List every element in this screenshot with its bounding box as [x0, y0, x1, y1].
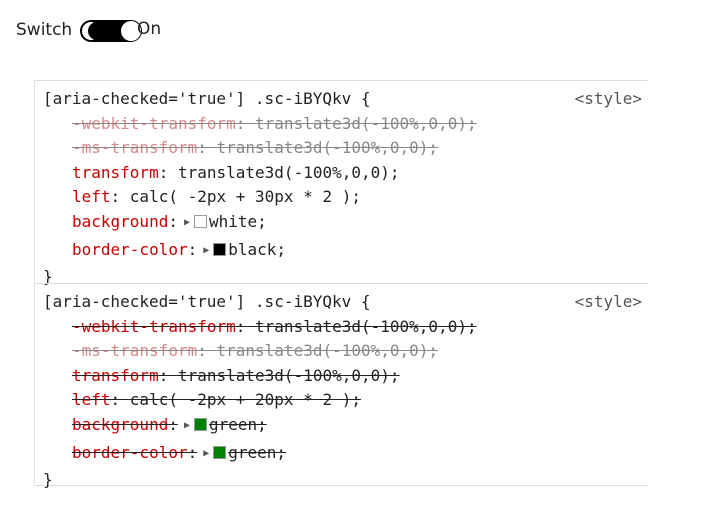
- declaration[interactable]: -webkit-transform: translate3d(-100%,0,0…: [72, 113, 477, 133]
- toggle-switch[interactable]: [80, 20, 143, 42]
- color-swatch[interactable]: [194, 417, 207, 431]
- declaration-value: calc( -2px + 20px * 2 );: [129, 390, 361, 410]
- declaration[interactable]: background:▶green;: [43, 413, 648, 441]
- declaration-property: transform: [72, 365, 159, 385]
- declaration-property: background: [72, 211, 169, 231]
- color-swatch[interactable]: [213, 445, 227, 459]
- declaration-property: -webkit-transform: [72, 316, 236, 336]
- rule-close-brace: }: [43, 470, 53, 490]
- rule-close-brace: }: [43, 267, 53, 287]
- declaration-property: transform: [72, 162, 159, 182]
- declaration-property: border-color: [72, 442, 188, 462]
- rule-source-link[interactable]: <style>: [574, 292, 642, 311]
- declaration-property: left: [72, 187, 111, 207]
- switch-knob-left: [82, 22, 107, 40]
- expand-arrow-icon[interactable]: ▶: [203, 244, 210, 256]
- expand-arrow-icon[interactable]: ▶: [203, 447, 210, 459]
- declaration-value: green;: [228, 442, 287, 462]
- declaration[interactable]: border-color:▶green;: [43, 441, 648, 469]
- declaration-property: -webkit-transform: [72, 113, 236, 133]
- color-swatch[interactable]: [213, 242, 227, 256]
- declaration[interactable]: left: calc( -2px + 30px * 2 );: [72, 187, 361, 207]
- declaration-value: translate3d(-100%,0,0);: [216, 341, 439, 361]
- switch-label: Switch: [16, 20, 73, 40]
- expand-arrow-icon[interactable]: ▶: [183, 216, 190, 228]
- declaration-value: calc( -2px + 30px * 2 );: [129, 187, 361, 207]
- declaration[interactable]: background:▶white;: [43, 210, 648, 238]
- declaration[interactable]: -webkit-transform: translate3d(-100%,0,0…: [72, 316, 477, 336]
- css-rule: [aria-checked='true'] .sc-iBYQkv { <styl…: [35, 283, 648, 489]
- declaration[interactable]: border-color:▶black;: [43, 238, 648, 266]
- declaration-property: background: [72, 414, 169, 434]
- declaration-property: -ms-transform: [72, 341, 198, 361]
- declaration-value: translate3d(-100%,0,0);: [255, 113, 477, 133]
- switch-row: Switch On: [16, 18, 161, 44]
- rule-selector[interactable]: [aria-checked='true'] .sc-iBYQkv {: [43, 89, 371, 108]
- declaration-property: left: [72, 390, 111, 410]
- declaration-value: translate3d(-100%,0,0);: [216, 138, 439, 158]
- declaration[interactable]: transform: translate3d(-100%,0,0);: [72, 365, 400, 385]
- declaration[interactable]: transform: translate3d(-100%,0,0);: [72, 162, 400, 182]
- switch-state-text: On: [137, 19, 162, 39]
- color-swatch[interactable]: [194, 214, 207, 228]
- declaration-property: -ms-transform: [72, 138, 198, 158]
- declaration[interactable]: left: calc( -2px + 20px * 2 );: [72, 390, 361, 410]
- rule-selector[interactable]: [aria-checked='true'] .sc-iBYQkv {: [43, 292, 371, 311]
- css-rule: [aria-checked='true'] .sc-iBYQkv { <styl…: [35, 80, 648, 286]
- declaration-value: white;: [209, 211, 267, 231]
- css-rules-panel: [aria-checked='true'] .sc-iBYQkv { <styl…: [34, 80, 648, 489]
- declaration[interactable]: -ms-transform: translate3d(-100%,0,0);: [72, 138, 439, 158]
- rule-source-link[interactable]: <style>: [574, 89, 642, 108]
- declaration-property: border-color: [72, 239, 188, 259]
- declaration-value: translate3d(-100%,0,0);: [177, 162, 400, 182]
- declaration[interactable]: -ms-transform: translate3d(-100%,0,0);: [72, 341, 439, 361]
- declaration-value: black;: [228, 239, 287, 259]
- expand-arrow-icon[interactable]: ▶: [183, 419, 190, 431]
- declaration-value: green;: [209, 414, 267, 434]
- switch-knob[interactable]: [120, 20, 143, 42]
- declaration-value: translate3d(-100%,0,0);: [255, 316, 477, 336]
- declaration-value: translate3d(-100%,0,0);: [177, 365, 400, 385]
